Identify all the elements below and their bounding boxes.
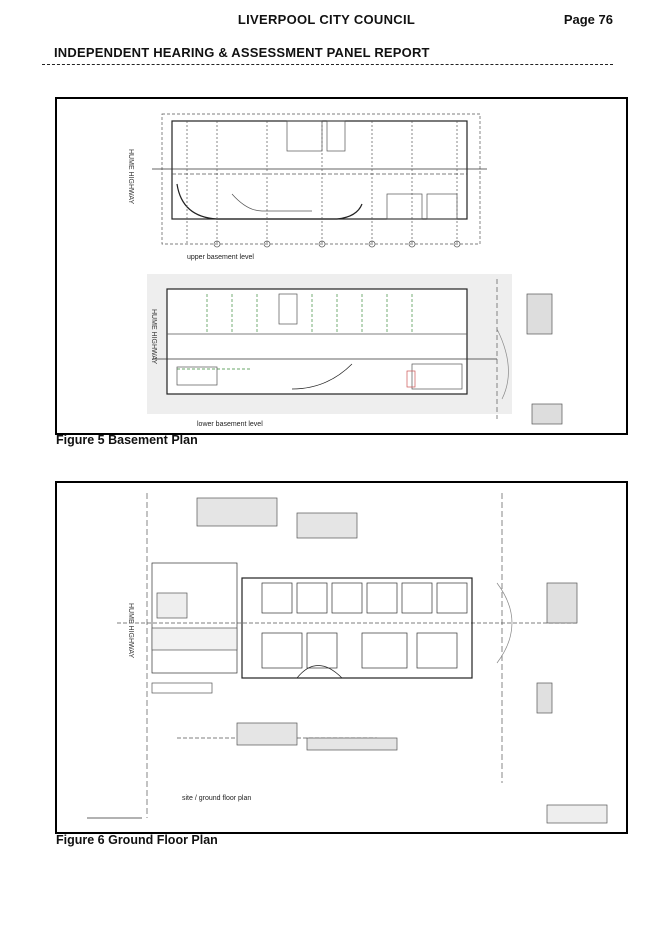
- page-number: Page 76: [563, 12, 613, 27]
- lower-basement-label: lower basement level: [197, 421, 263, 428]
- ground-floor-plan-drawing: HUME HIGHWAY site / ground floor plan: [87, 493, 608, 824]
- figure-6-caption: Figure 6 Ground Floor Plan: [56, 833, 218, 847]
- ground-floor-label: site / ground floor plan: [182, 795, 251, 802]
- basement-plan-drawing: HUME HIGHWAY HUME HIGHWAY upper basement…: [127, 113, 563, 428]
- road-label-upper: HUME HIGHWAY: [127, 149, 134, 205]
- upper-basement-label: upper basement level: [187, 254, 254, 261]
- council-name: LIVERPOOL CITY COUNCIL: [237, 12, 416, 27]
- road-label-lower: HUME HIGHWAY: [150, 309, 157, 365]
- ground-floor-plan-figure: HUME HIGHWAY site / ground floor plan: [55, 481, 628, 834]
- basement-plan-figure: HUME HIGHWAY HUME HIGHWAY upper basement…: [55, 97, 628, 435]
- report-title: INDEPENDENT HEARING & ASSESSMENT PANEL R…: [54, 45, 430, 60]
- road-label: HUME HIGHWAY: [127, 603, 134, 659]
- header-divider: [42, 64, 613, 65]
- figure-5-caption: Figure 5 Basement Plan: [56, 433, 198, 447]
